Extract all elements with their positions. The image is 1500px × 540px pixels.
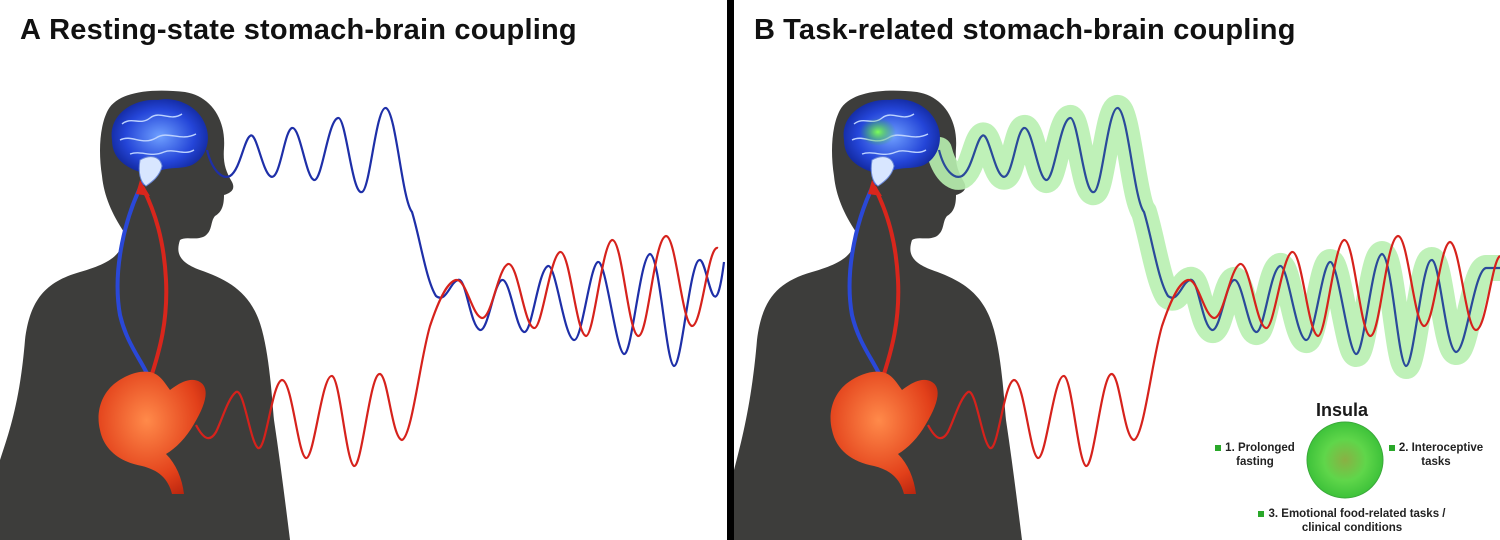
insula-title: Insula	[1316, 400, 1369, 420]
brain-image	[111, 99, 208, 187]
stomach-image	[98, 371, 206, 494]
insula-circle	[1306, 421, 1384, 499]
stomach-image	[830, 371, 938, 494]
ascending-arrow-head	[136, 180, 150, 196]
insula-bullet	[1388, 444, 1395, 451]
insula-bullet	[1215, 444, 1222, 451]
vagus-nerve-ascending	[873, 186, 901, 382]
vagus-nerve-descending	[847, 176, 884, 382]
insula-bullet	[1258, 510, 1265, 517]
panel-b-letter: B	[754, 14, 776, 46]
insula-item-emotional-food-tasks: 3. Emotional food-related tasks / clinic…	[1242, 507, 1462, 535]
panel-divider	[727, 0, 734, 540]
resting-state-illustration	[0, 90, 726, 540]
stomach-signal-wave	[927, 234, 1500, 468]
vagus-nerve-ascending	[141, 186, 169, 382]
ascending-arrow-head	[868, 180, 882, 196]
panel-a-letter: A	[20, 14, 42, 46]
panel-b-title-text: Task-related stomach-brain coupling	[783, 14, 1296, 46]
task-related-illustration	[734, 90, 1500, 540]
brain-image	[843, 99, 940, 187]
vagus-nerve-descending	[115, 176, 152, 382]
brain-signal-wave	[937, 106, 1500, 368]
insula-item-prolonged-fasting: 1. Prolonged fasting	[1212, 441, 1298, 469]
insula-item-interoceptive-tasks: 2. Interoceptive tasks	[1388, 441, 1484, 469]
panel-a-title-text: Resting-state stomach-brain coupling	[49, 14, 577, 46]
insula-activation-spot	[860, 118, 896, 146]
stomach-signal-wave	[195, 234, 720, 468]
brain-signal-wave	[205, 106, 726, 368]
